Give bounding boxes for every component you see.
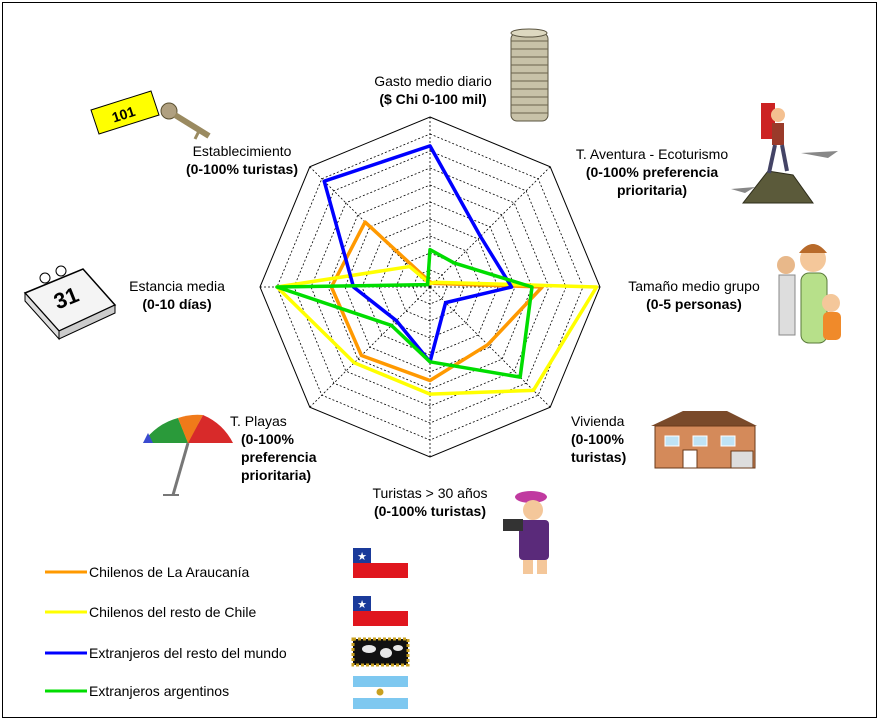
legend-label: Chilenos del resto de Chile [89,604,257,620]
chile-flag: ★ [353,596,408,626]
calendar-icon: 31 [23,265,117,341]
axis-range: (0-100% turistas) [186,161,298,177]
axis-label-playas: T. Playas (0-100% preferencia prioritari… [230,413,317,483]
axis-spoke [429,166,551,288]
beach-umbrella-icon [143,414,233,496]
axis-range: (0-10 días) [142,296,211,312]
tourist-camera-icon [503,491,549,574]
axis-range-line1: (0-100% [571,431,624,447]
family-icon [777,244,841,344]
axis-label-vivienda: Vivienda (0-100% turistas) [571,413,626,465]
series-line-3 [275,247,534,379]
axis-spoke [429,286,551,408]
axis-range-line1: (0-100% [241,431,294,447]
axis-name: T. Playas [230,413,287,429]
hotel-key-icon: 101 [90,90,211,140]
axis-name: Vivienda [571,413,625,429]
axis-range: ($ Chi 0-100 mil) [379,91,486,107]
axis-name: Estancia media [129,278,225,294]
axis-range-line2: turistas) [571,449,626,465]
axis-range-line1: (0-100% preferencia [586,164,719,180]
axis-range-line3: prioritaria) [241,467,311,483]
axis-name: Turistas > 30 años [372,485,487,501]
axis-label-aventura: T. Aventura - Ecoturismo (0-100% prefere… [576,146,728,198]
axis-name: Gasto medio diario [374,73,492,89]
legend-label: Extranjeros argentinos [89,683,229,699]
chile-flag: ★ [353,548,408,578]
axis-range: (0-100% turistas) [374,503,486,519]
world-map-flag [351,637,410,667]
svg-text:★: ★ [357,599,367,611]
radar-grid [259,116,601,458]
key-tag-number: 101 [110,103,137,126]
radar-chart: Gasto medio diario ($ Chi 0-100 mil) T. … [23,28,841,709]
series-line-1 [275,264,599,396]
axis-name: Establecimiento [193,143,292,159]
legend-label: Chilenos de La Araucanía [89,564,250,580]
hiker-icon [731,103,838,204]
svg-text:★: ★ [357,551,367,563]
axis-label-establecimiento: Establecimiento (0-100% turistas) [186,143,298,177]
axis-range-line2: preferencia [241,449,317,465]
argentina-flag [353,676,408,709]
axis-name: Tamaño medio grupo [628,278,760,294]
legend-label: Extranjeros del resto del mundo [89,645,287,661]
axis-range: (0-5 personas) [646,296,742,312]
axis-label-mayores30: Turistas > 30 años (0-100% turistas) [372,485,487,519]
grid-ring [310,167,550,407]
axis-name: T. Aventura - Ecoturismo [576,146,728,162]
axis-range-line2: prioritaria) [617,182,687,198]
house-icon [651,411,757,469]
grid-ring [378,235,482,339]
legend: Chilenos de La Araucanía Chilenos del re… [45,548,410,709]
axis-label-gasto: Gasto medio diario ($ Chi 0-100 mil) [374,73,492,107]
radar-series [275,144,599,396]
coin-stack-icon [510,28,549,122]
series-line-2 [322,144,514,364]
axis-spoke [309,286,431,408]
axis-label-tamano: Tamaño medio grupo (0-5 personas) [628,278,760,312]
axis-label-estancia: Estancia media (0-10 días) [129,278,225,312]
